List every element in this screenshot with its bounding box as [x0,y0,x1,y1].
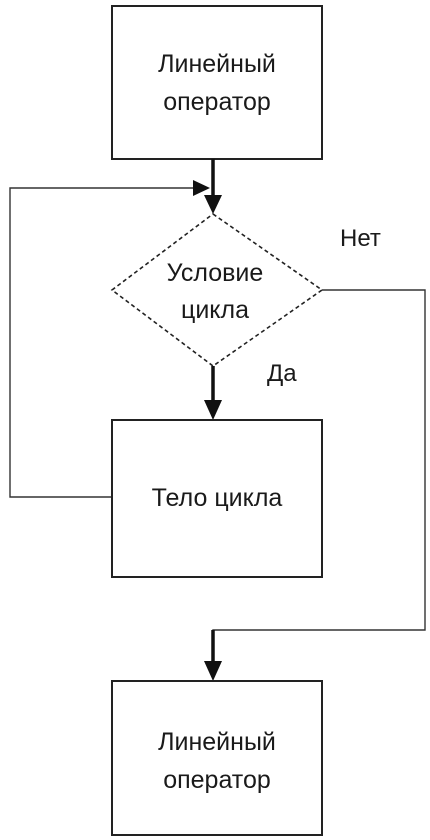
loop-body-label: Тело цикла [152,484,283,512]
condition-label-line2: цикла [181,296,249,324]
condition-label-line1: Условие [167,259,264,287]
start-operator-node: Линейный оператор [111,5,323,160]
start-operator-label-line2: оператор [163,88,271,116]
loop-body-node: Тело цикла [111,419,323,578]
arrowhead-into-condition [204,195,222,214]
end-operator-label-line2: оператор [163,766,271,794]
arrowhead-into-body [204,400,222,420]
end-operator-label-line1: Линейный [158,728,276,756]
no-label: Нет [340,225,381,252]
yes-label: Да [267,360,297,387]
condition-node: Условие цикла [110,213,324,367]
end-operator-node: Линейный оператор [111,680,323,836]
arrowhead-into-end [204,661,222,681]
edge-body-loop-back [9,187,205,498]
start-operator-label-line1: Линейный [158,50,276,78]
arrowhead-loop-back [193,180,210,196]
